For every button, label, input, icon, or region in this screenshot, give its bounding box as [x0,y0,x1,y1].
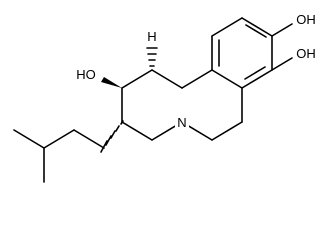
hash-line [110,130,116,139]
bond [43,129,75,149]
hydroxyl-right-label: OH [296,46,316,61]
wedge-bond [101,77,122,88]
bond [241,17,273,37]
hydrogen-label: H [147,29,156,44]
hash-line [120,120,124,125]
bond [121,121,153,141]
bond [151,69,183,89]
isobutyl-chain [13,129,105,183]
hash-line [115,125,120,132]
hash-bond-isobutyl [100,120,124,153]
aromatic-ring [211,17,273,89]
bond [13,129,45,149]
hash-bond-h [146,47,158,67]
bond [211,69,243,89]
bond [73,129,105,149]
bond [211,121,243,141]
double-bond [244,66,266,80]
left-ring [121,69,183,141]
skeletal-structure: N H OH OH HO [13,12,316,183]
hash-line [100,140,108,153]
hydroxyl-top-label: OH [296,12,316,27]
bond [181,69,213,89]
bond [241,69,273,89]
bond [121,69,153,89]
bond [211,17,243,37]
double-bond [245,24,267,38]
bond [271,23,293,37]
hash-line [105,135,112,146]
bond [271,57,293,71]
n-mask [175,115,189,130]
nitrogen-label: N [177,115,186,130]
hydroxyl-left-label: HO [76,67,96,82]
